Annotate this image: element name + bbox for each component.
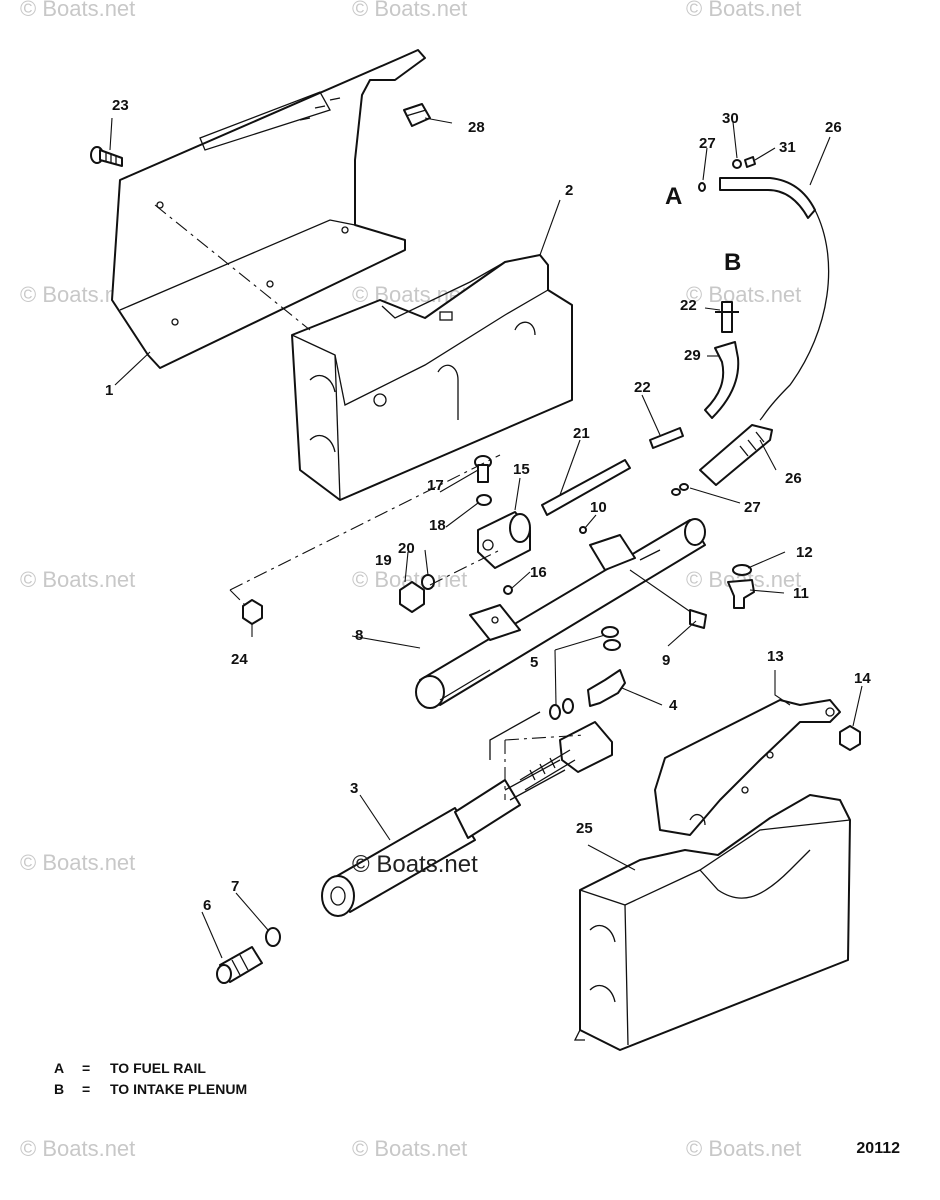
- callout-8: 8: [355, 627, 363, 644]
- callout-31: 31: [779, 139, 796, 156]
- screw-part: [90, 146, 123, 167]
- watermark: © Boats.net: [686, 0, 801, 21]
- callout-4: 4: [669, 697, 678, 714]
- o-ring-part: [679, 483, 689, 491]
- bracket-part: [111, 49, 426, 369]
- callout-30: 30: [722, 110, 739, 127]
- callout-5: 5: [530, 654, 538, 671]
- marker-a: A: [665, 183, 682, 210]
- legend-text: TO INTAKE PLENUM: [110, 1081, 248, 1097]
- callout-17: 17: [427, 477, 444, 494]
- callout-24: 24: [231, 651, 248, 668]
- box-cover-part: [291, 254, 573, 501]
- center-lines: [154, 204, 586, 800]
- fitting-part: [216, 946, 263, 984]
- hose-part: [704, 341, 740, 419]
- callout-15: 15: [513, 461, 530, 478]
- legend-text: TO FUEL RAIL: [110, 1060, 206, 1076]
- small-seal-part: [503, 585, 513, 595]
- watermark: © Boats.net: [352, 1136, 467, 1161]
- callout-29: 29: [684, 347, 701, 364]
- callout-28: 28: [468, 119, 485, 136]
- callout-9: 9: [662, 652, 670, 669]
- washer-part: [476, 494, 492, 506]
- callout-7: 7: [231, 878, 239, 895]
- legend-equals: =: [82, 1060, 91, 1076]
- callout-22: 22: [680, 297, 697, 314]
- nut-part: [399, 574, 435, 613]
- watermark-center: © Boats.net: [352, 851, 478, 878]
- callout-23: 23: [112, 97, 129, 114]
- regulator-part: [477, 511, 531, 569]
- callout-13: 13: [767, 648, 784, 665]
- watermark: © Boats.net: [686, 1136, 801, 1161]
- callout-10: 10: [590, 499, 607, 516]
- nut-part: [242, 599, 263, 625]
- box-cover-part: [573, 794, 851, 1051]
- elbow-fitting-part: [587, 669, 626, 707]
- callout-14: 14: [854, 670, 871, 687]
- fuel-line-part: [699, 177, 830, 486]
- callout-1: 1: [105, 382, 113, 399]
- clip-nut-part: [403, 103, 431, 127]
- callout-22: 22: [634, 379, 651, 396]
- watermark: © Boats.net: [20, 1136, 135, 1161]
- fitting-part: [649, 427, 684, 449]
- callout-27: 27: [744, 499, 761, 516]
- legend-equals: =: [82, 1081, 91, 1097]
- callout-25: 25: [576, 820, 593, 837]
- legend-key: B: [54, 1081, 65, 1097]
- callout-20: 20: [398, 540, 415, 557]
- plug-part: [579, 526, 587, 534]
- sealing-washer-part: [265, 927, 281, 947]
- tube-part: [541, 459, 631, 516]
- watermark: © Boats.net: [20, 0, 135, 21]
- callout-26: 26: [785, 470, 802, 487]
- callout-21: 21: [573, 425, 590, 442]
- legend-key: A: [54, 1060, 65, 1076]
- callout-19: 19: [375, 552, 392, 569]
- o-ring-part: [698, 182, 706, 192]
- callout-labels: 1 23 2 3 4 5 6 7 8 9 10 11 12 13 14 15 1…: [105, 97, 871, 914]
- shield-bracket-part: [654, 699, 841, 836]
- screw-part: [744, 156, 756, 168]
- watermarks: © Boats.net © Boats.net © Boats.net © Bo…: [20, 0, 801, 1161]
- fuel-pump-part: [321, 711, 613, 917]
- callout-26: 26: [825, 119, 842, 136]
- nut-part: [839, 725, 861, 751]
- fitting-part: [715, 301, 739, 333]
- rail-tube-part: [415, 518, 706, 709]
- callout-27: 27: [699, 135, 716, 152]
- bolt-part: [474, 455, 492, 483]
- o-ring-set-part: [549, 626, 621, 720]
- callout-16: 16: [530, 564, 547, 581]
- callout-2: 2: [565, 182, 573, 199]
- o-ring-part: [732, 159, 742, 169]
- watermark: © Boats.net: [20, 850, 135, 875]
- leader-lines: [109, 117, 863, 959]
- watermark: © Boats.net: [686, 282, 801, 307]
- drawing-number: 20112: [856, 1140, 900, 1157]
- o-ring-part: [671, 488, 681, 496]
- watermark: © Boats.net: [20, 567, 135, 592]
- callout-18: 18: [429, 517, 446, 534]
- marker-b: B: [724, 249, 741, 276]
- callout-3: 3: [350, 780, 358, 797]
- callout-11: 11: [793, 585, 809, 602]
- callout-6: 6: [203, 897, 211, 914]
- callout-12: 12: [796, 544, 813, 561]
- elbow-fitting-part: [727, 579, 755, 609]
- o-ring-part: [732, 564, 752, 576]
- watermark: © Boats.net: [352, 0, 467, 21]
